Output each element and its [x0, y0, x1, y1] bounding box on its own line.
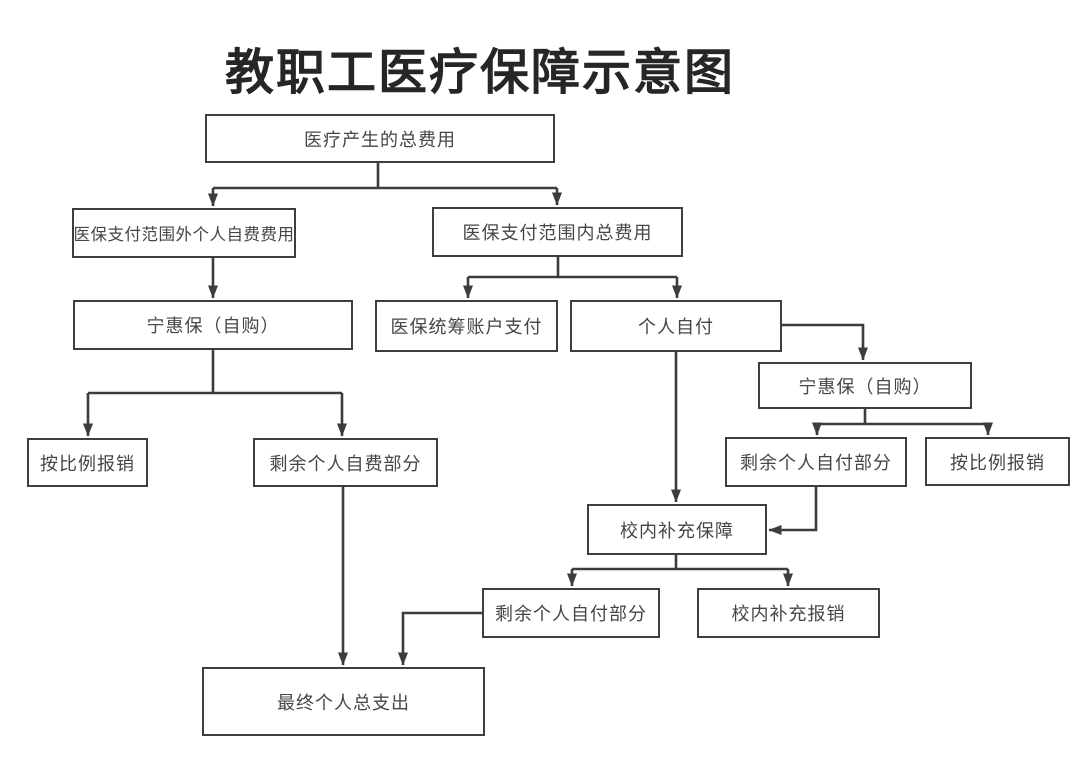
- node-label: 校内补充保障: [620, 520, 734, 541]
- node-label: 校内补充报销: [731, 604, 846, 624]
- node-label: 宁惠保（自购）: [146, 316, 280, 336]
- node-ninghuibao-right: 宁惠保（自购）: [758, 362, 972, 409]
- node-label: 医保支付范围内总费用: [462, 223, 653, 243]
- node-label: 剩余个人自付部分: [740, 453, 892, 473]
- node-campus-supp-reimbursement: 校内补充报销: [697, 588, 880, 638]
- node-proportional-reimb-right: 按比例报销: [925, 437, 1070, 486]
- node-label: 宁惠保（自购）: [798, 376, 932, 397]
- node-remaining-self-pay-bottom: 剩余个人自付部分: [482, 588, 660, 638]
- edge-remaining-right-to-campus: [768, 487, 818, 535]
- node-inside-insurance-scope: 医保支付范围内总费用: [432, 207, 683, 257]
- node-remaining-self-fee-left: 剩余个人自费部分: [253, 438, 438, 487]
- node-proportional-reimb-left: 按比例报销: [27, 438, 148, 487]
- node-final-personal-total: 最终个人总支出: [202, 667, 485, 736]
- node-label: 个人自付: [638, 317, 714, 337]
- node-label: 医保支付范围外个人自费费用: [73, 226, 295, 244]
- node-label: 医保统筹账户支付: [390, 317, 543, 337]
- node-pooling-account-payment: 医保统筹账户支付: [375, 300, 558, 352]
- node-label: 按比例报销: [40, 453, 135, 474]
- node-label: 最终个人总支出: [277, 692, 410, 713]
- node-label: 医疗产生的总费用: [304, 129, 456, 150]
- edge-remaining-bottom-to-final: [398, 611, 482, 666]
- node-remaining-self-pay-right: 剩余个人自付部分: [725, 437, 907, 487]
- edge-selfpay-to-nhb-right: [782, 323, 868, 361]
- node-outside-insurance-scope: 医保支付范围外个人自费费用: [72, 208, 296, 258]
- node-campus-supplementary: 校内补充保障: [587, 504, 767, 555]
- node-ninghuibao-left: 宁惠保（自购）: [73, 300, 353, 350]
- node-label: 按比例报销: [950, 452, 1045, 473]
- node-label: 剩余个人自费部分: [269, 453, 422, 474]
- node-personal-self-payment: 个人自付: [570, 300, 782, 352]
- node-label: 剩余个人自付部分: [495, 604, 647, 624]
- node-total-medical-cost: 医疗产生的总费用: [205, 114, 555, 163]
- diagram-title: 教职工医疗保障示意图: [224, 46, 735, 100]
